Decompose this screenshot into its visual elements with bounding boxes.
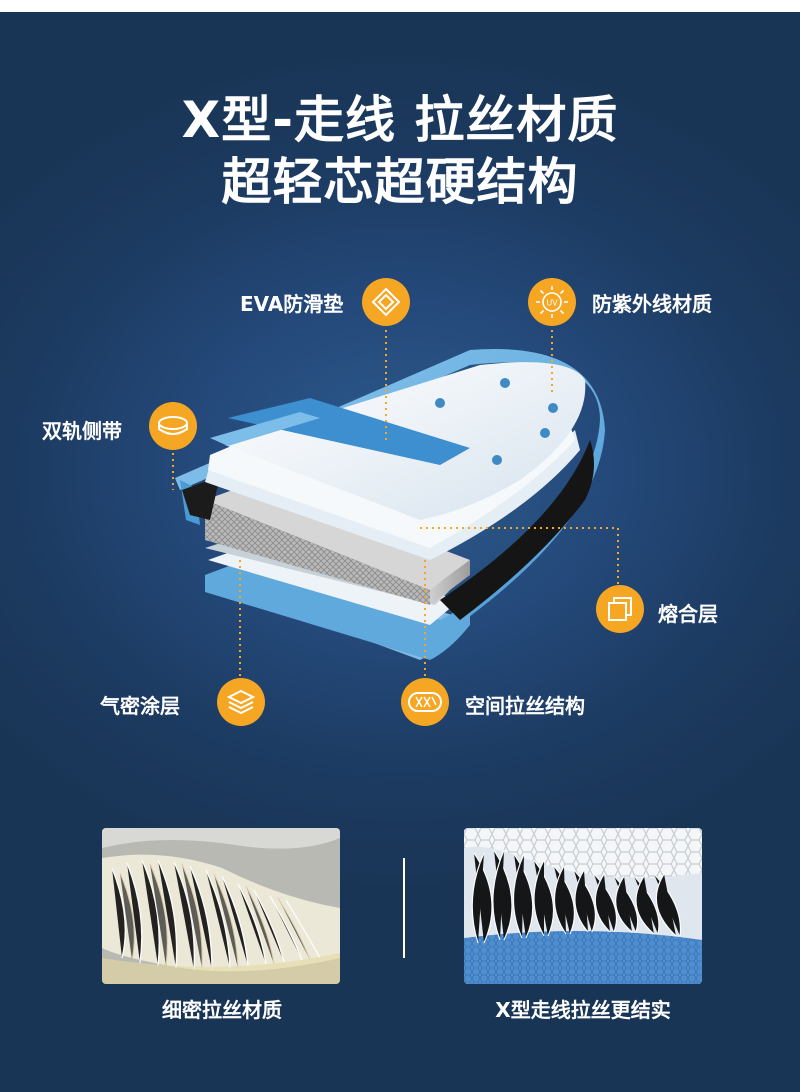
deck-screw: [500, 378, 510, 388]
left-photo-caption: 细密拉丝材质: [162, 998, 282, 1022]
right-photo-caption: X型走线拉丝更结实: [495, 998, 671, 1022]
layers-icon: [217, 678, 265, 726]
dropstitch-core-top: [205, 480, 470, 590]
x-stitch-photo: [464, 828, 702, 984]
top-bar: [0, 0, 800, 12]
board-layer-diagram: [172, 330, 619, 680]
uv-text: UV: [546, 299, 558, 308]
black-fusion-layer: [182, 476, 220, 520]
black-fusion-rail: [440, 440, 594, 620]
headline-line-2: 超轻芯超硬结构: [221, 153, 579, 211]
deck-screw: [492, 455, 502, 465]
fine-fiber-photo: [102, 828, 340, 984]
callout-uv-label: 防紫外线材质: [592, 292, 712, 316]
callout-fusion-label: 熔合层: [658, 602, 718, 626]
callout-rails-label: 双轨侧带: [42, 419, 122, 443]
eva-pad-layer: [228, 398, 470, 465]
fusion-squares-icon: [596, 585, 644, 633]
deck-screw: [540, 428, 550, 438]
deck-screw: [435, 398, 445, 408]
leader-fusion: [420, 527, 619, 585]
dropstitch-core-side: [430, 560, 470, 605]
headline-line-1: X型-走线 拉丝材质: [181, 91, 619, 149]
dropstitch-core-front: [205, 500, 430, 605]
callout-dropstitch-label: 空间拉丝结构: [465, 694, 585, 718]
drop-stitch-icon: [401, 678, 449, 726]
rail-band-icon: [149, 402, 197, 450]
callout-eva-label: EVA防滑垫: [240, 292, 344, 316]
bottom-coating-body: [205, 560, 470, 660]
eva-pad-strip: [210, 412, 320, 446]
diamond-pattern-icon: [362, 278, 410, 326]
callout-airtight-label: 气密涂层: [100, 694, 180, 718]
bottom-white-layer: [208, 545, 460, 625]
photo-divider: [403, 858, 405, 958]
uv-sun-icon: UV: [528, 278, 576, 326]
deck-screw: [548, 403, 558, 413]
